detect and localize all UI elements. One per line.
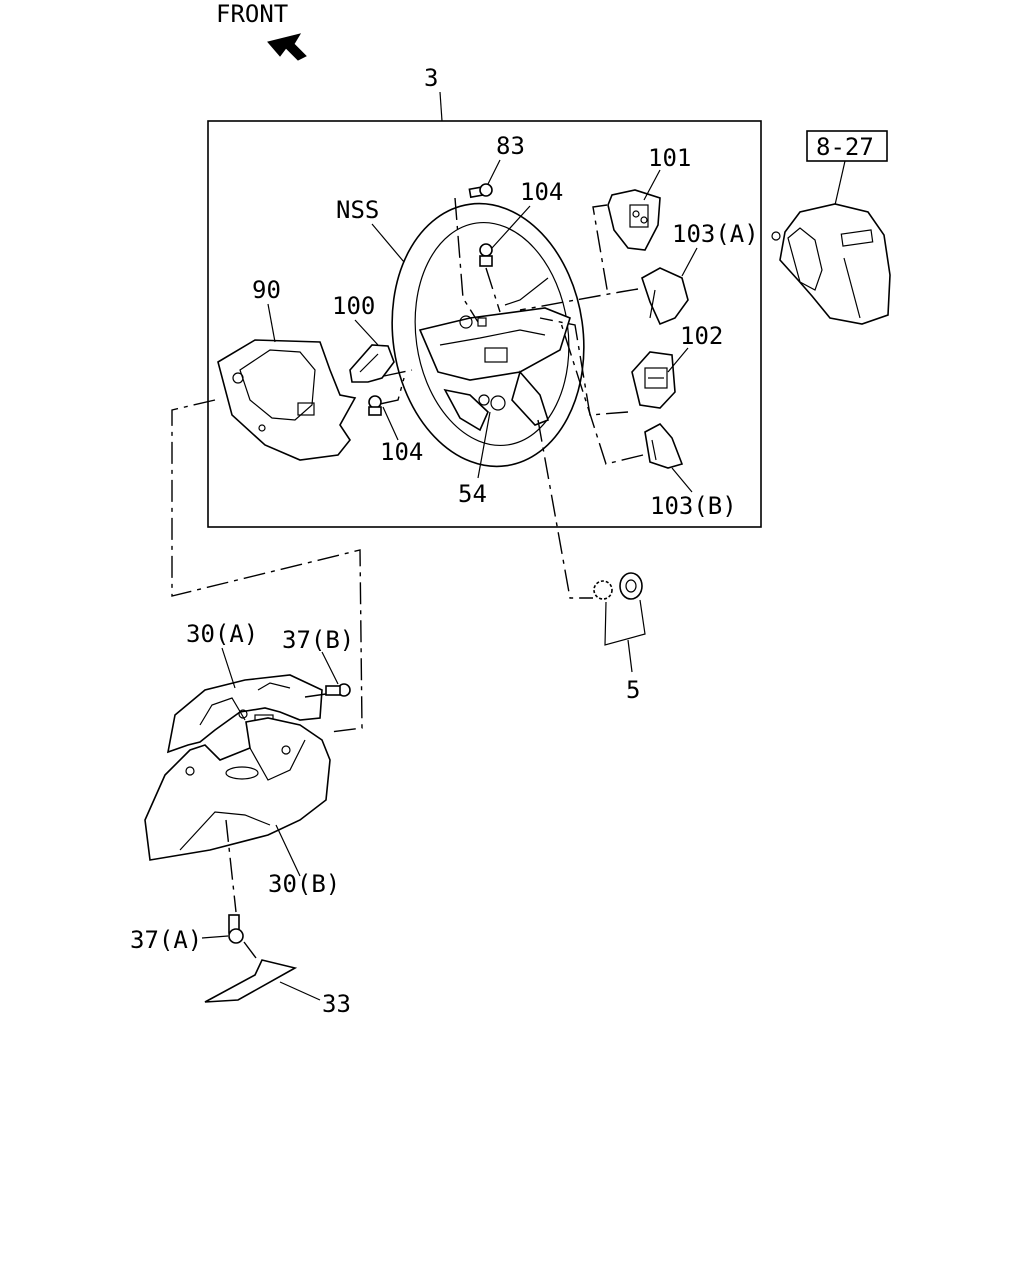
label-3: 3: [424, 64, 438, 92]
label-54: 54: [458, 480, 487, 508]
steering-wheel: [391, 202, 585, 468]
bolt-83: [468, 183, 493, 199]
switch-101: [607, 189, 661, 251]
switch-102: [631, 351, 676, 409]
label-37b: 37(B): [282, 626, 354, 654]
airbag-module: [771, 203, 891, 325]
assembly-box-3: [207, 120, 762, 528]
bolt-37b: [325, 683, 351, 697]
reference-box-8-27: [806, 130, 888, 162]
label-100: 100: [332, 292, 375, 320]
cover-103b: [644, 422, 684, 469]
reference-label: 8-27: [816, 133, 874, 161]
label-5: 5: [626, 676, 640, 704]
label-104-bottom: 104: [380, 438, 423, 466]
column-cover-30a: [166, 674, 323, 754]
label-37a: 37(A): [130, 926, 202, 954]
label-101: 101: [648, 144, 691, 172]
label-102: 102: [680, 322, 723, 350]
nut-washer-5: [593, 572, 643, 600]
label-83: 83: [496, 132, 525, 160]
label-nss: NSS: [336, 196, 379, 224]
label-90: 90: [252, 276, 281, 304]
column-cover-30b: [144, 717, 331, 861]
label-33: 33: [322, 990, 351, 1018]
label-30a: 30(A): [186, 620, 258, 648]
cover-90: [217, 339, 357, 461]
label-103b: 103(B): [650, 492, 737, 520]
bolt-104-top: [479, 243, 493, 267]
label-104-top: 104: [520, 178, 563, 206]
cover-103a: [641, 267, 689, 326]
bolt-37a: [228, 914, 244, 944]
bolt-104-bottom: [368, 395, 382, 416]
front-label: FRONT: [216, 0, 288, 28]
front-arrow-icon: [267, 33, 307, 61]
label-30b: 30(B): [268, 870, 340, 898]
pad-33: [204, 959, 298, 1003]
switch-100: [349, 344, 395, 383]
label-103a: 103(A): [672, 220, 759, 248]
